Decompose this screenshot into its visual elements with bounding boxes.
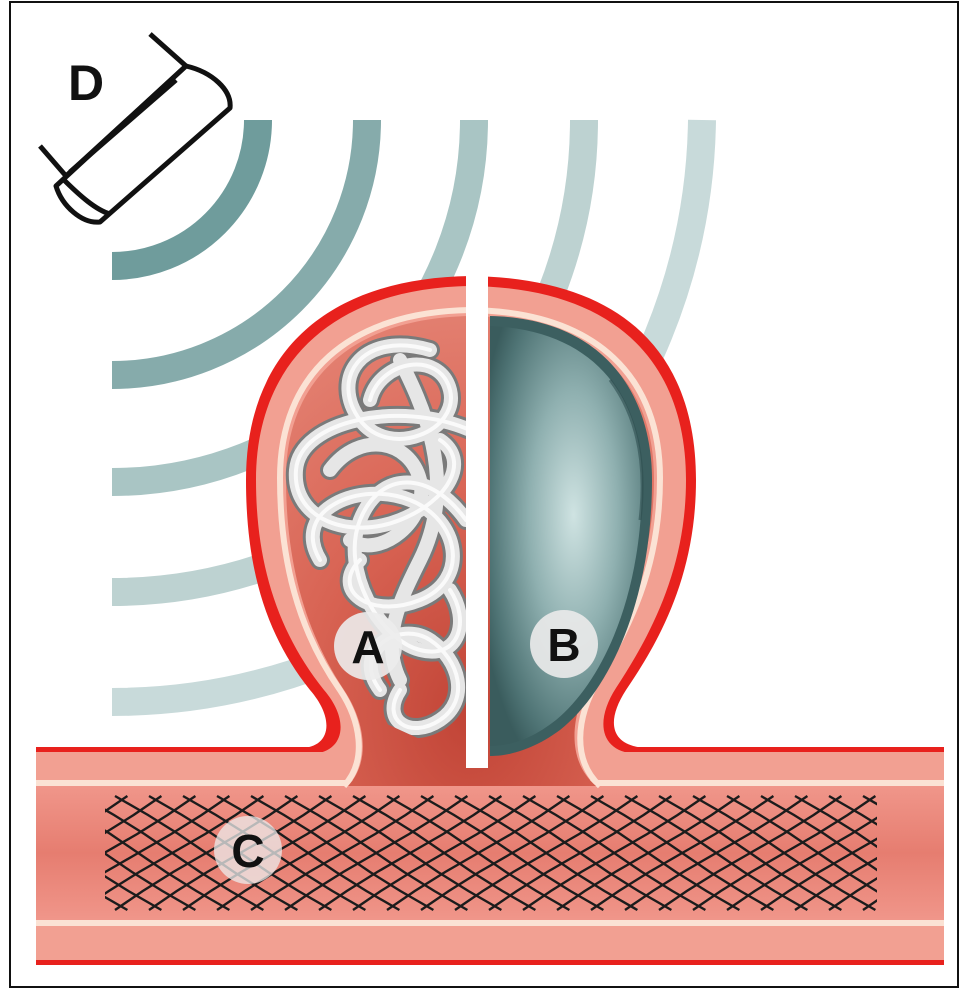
label-a-text: A (351, 621, 384, 673)
label-d-text: D (68, 55, 104, 111)
label-c: C (214, 816, 282, 884)
label-c-text: C (231, 825, 264, 877)
divider (466, 276, 488, 768)
label-a: A (334, 612, 402, 680)
label-b-text: B (547, 619, 580, 671)
label-b: B (530, 610, 598, 678)
